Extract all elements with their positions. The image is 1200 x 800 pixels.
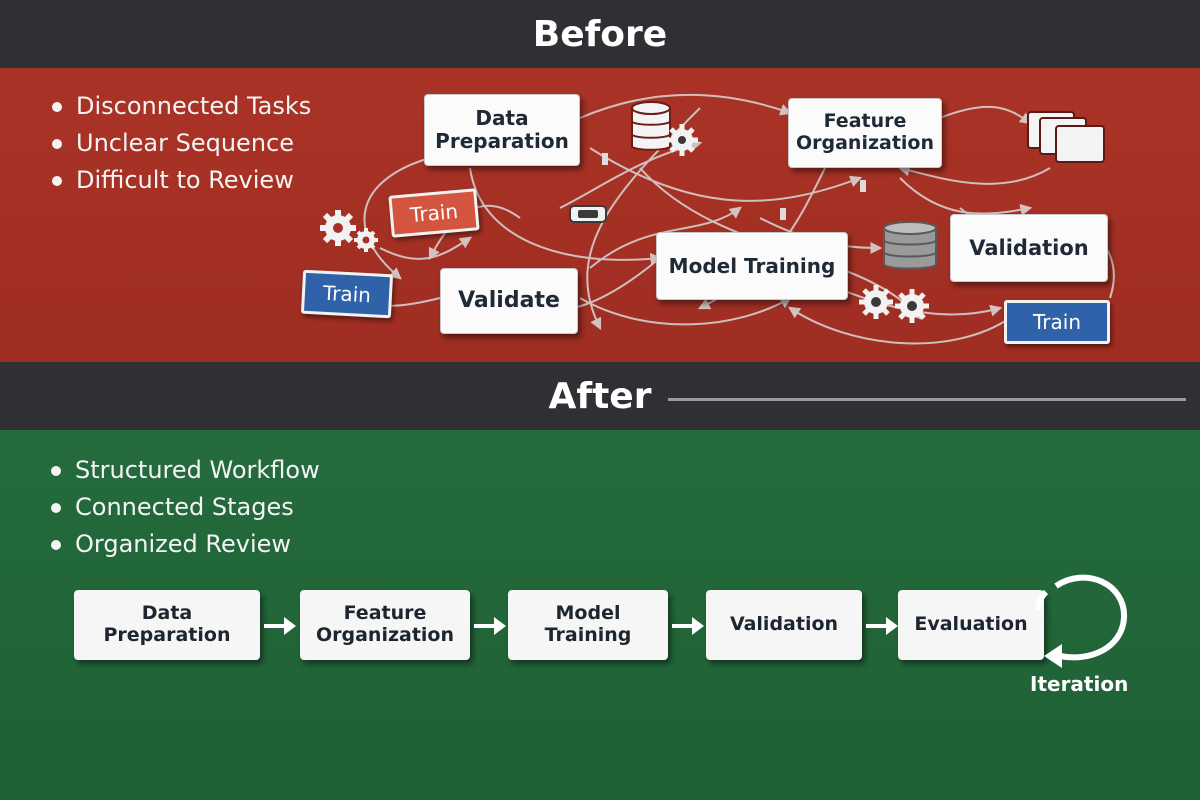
stage-feature-organization: Feature Organization bbox=[300, 590, 470, 660]
after-bullet-list: Structured Workflow Connected Stages Org… bbox=[47, 452, 320, 563]
gears-icon bbox=[859, 285, 929, 323]
stage-validation: Validation bbox=[706, 590, 862, 660]
iteration-label: Iteration bbox=[1030, 672, 1129, 696]
bullet-dot-icon bbox=[52, 176, 62, 186]
bullet-dot-icon bbox=[51, 540, 61, 550]
after-bullet-text: Organized Review bbox=[75, 530, 292, 558]
gears-icon bbox=[320, 210, 378, 252]
before-bullet: Difficult to Review bbox=[48, 162, 311, 199]
arrow-right-icon bbox=[264, 617, 296, 635]
bullet-dot-icon bbox=[52, 102, 62, 112]
after-bullet-text: Connected Stages bbox=[75, 493, 294, 521]
arrow-right-icon bbox=[672, 617, 704, 635]
train-tag-blue-right: Train bbox=[1004, 300, 1110, 344]
before-bullet: Disconnected Tasks bbox=[48, 88, 311, 125]
after-panel: Structured Workflow Connected Stages Org… bbox=[0, 430, 1200, 800]
model-training-box: Model Training bbox=[656, 232, 848, 300]
stage-data-preparation: Data Preparation bbox=[74, 590, 260, 660]
bullet-dot-icon bbox=[51, 466, 61, 476]
train-tag-blue-left: Train bbox=[300, 269, 394, 319]
validate-box: Validate bbox=[440, 268, 578, 334]
documents-icon bbox=[1027, 111, 1105, 163]
after-bullet-text: Structured Workflow bbox=[75, 456, 320, 484]
before-bullet-text: Disconnected Tasks bbox=[76, 92, 312, 120]
validation-box: Validation bbox=[950, 214, 1108, 282]
feature-organization-box: Feature Organization bbox=[788, 98, 942, 168]
database-icon bbox=[883, 221, 937, 270]
after-bullet: Structured Workflow bbox=[47, 452, 320, 489]
iteration-loop-icon bbox=[1035, 574, 1128, 668]
after-heading: After bbox=[0, 362, 1200, 430]
after-bullet: Organized Review bbox=[47, 526, 320, 563]
arrow-right-icon bbox=[474, 617, 506, 635]
gear-icon bbox=[666, 124, 698, 156]
gear-icon bbox=[569, 205, 607, 223]
before-bullet-text: Unclear Sequence bbox=[76, 129, 294, 157]
train-tag-red: Train bbox=[388, 188, 480, 238]
database-icon bbox=[631, 101, 671, 151]
stage-evaluation: Evaluation bbox=[898, 590, 1044, 660]
arrow-right-icon bbox=[866, 617, 898, 635]
bullet-dot-icon bbox=[52, 139, 62, 149]
after-divider-right bbox=[668, 398, 1186, 401]
before-panel: Disconnected Tasks Unclear Sequence Diff… bbox=[0, 68, 1200, 362]
before-bullet: Unclear Sequence bbox=[48, 125, 311, 162]
data-preparation-box: Data Preparation bbox=[424, 94, 580, 166]
before-bullet-list: Disconnected Tasks Unclear Sequence Diff… bbox=[48, 88, 311, 199]
bullet-dot-icon bbox=[51, 503, 61, 513]
before-bullet-text: Difficult to Review bbox=[76, 166, 294, 194]
before-heading: Before bbox=[0, 0, 1200, 68]
after-bullet: Connected Stages bbox=[47, 489, 320, 526]
stage-model-training: Model Training bbox=[508, 590, 668, 660]
